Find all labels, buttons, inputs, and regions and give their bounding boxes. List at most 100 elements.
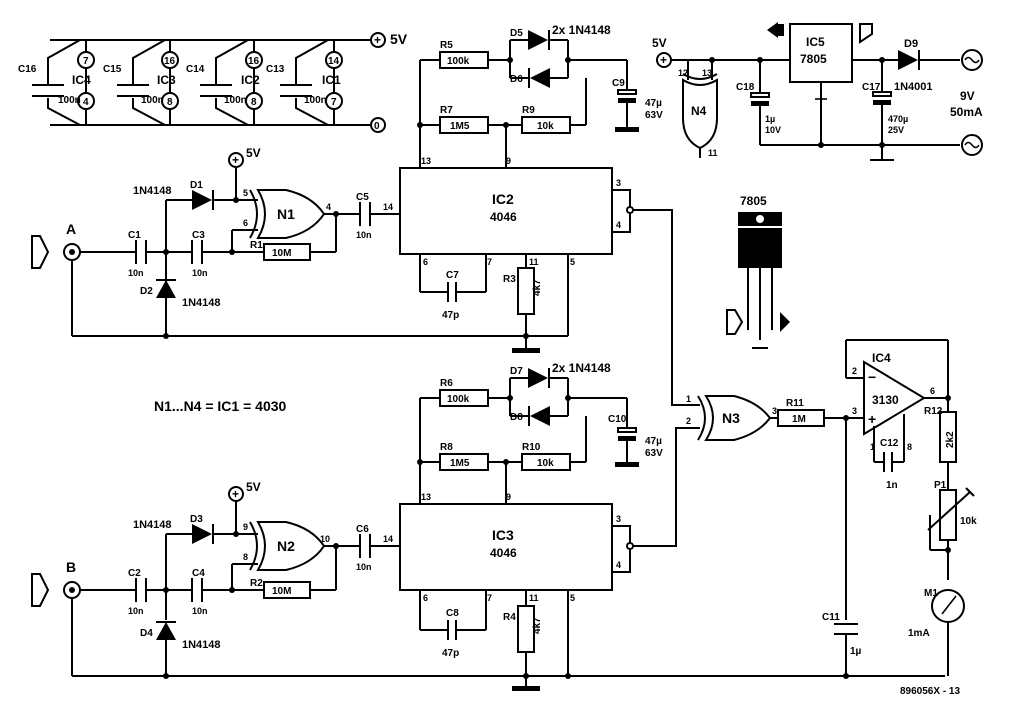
svg-text:IC2: IC2 bbox=[241, 73, 260, 87]
capacitor-c17: C17 470µ 25V bbox=[862, 57, 908, 161]
svg-text:C10: C10 bbox=[608, 414, 627, 425]
svg-text:47µ: 47µ bbox=[645, 98, 662, 109]
gate-n3: N3 1 2 3 bbox=[686, 394, 777, 441]
svg-text:3: 3 bbox=[852, 406, 857, 416]
svg-text:7805: 7805 bbox=[800, 52, 827, 66]
svg-text:+: + bbox=[374, 33, 381, 47]
svg-text:1N4148: 1N4148 bbox=[182, 297, 221, 309]
svg-text:IC5: IC5 bbox=[806, 35, 825, 49]
svg-text:−: − bbox=[868, 369, 876, 385]
svg-text:C14: C14 bbox=[186, 64, 205, 75]
svg-text:D1: D1 bbox=[190, 180, 203, 191]
svg-text:4k7: 4k7 bbox=[532, 279, 543, 296]
regulator-ic5: IC5 7805 bbox=[767, 22, 898, 148]
svg-text:4k7: 4k7 bbox=[532, 617, 543, 634]
svg-text:C9: C9 bbox=[612, 78, 625, 89]
svg-text:100n: 100n bbox=[304, 95, 327, 106]
svg-text:M1: M1 bbox=[924, 588, 938, 599]
svg-text:1µ: 1µ bbox=[765, 114, 775, 124]
svg-text:10n: 10n bbox=[192, 268, 208, 278]
svg-text:4: 4 bbox=[83, 97, 89, 108]
svg-text:C2: C2 bbox=[128, 568, 141, 579]
svg-text:C13: C13 bbox=[266, 64, 285, 75]
svg-text:14: 14 bbox=[383, 202, 393, 212]
svg-text:100k: 100k bbox=[447, 394, 470, 405]
svg-text:2: 2 bbox=[686, 416, 691, 426]
svg-text:P1: P1 bbox=[934, 480, 947, 491]
svg-text:5: 5 bbox=[570, 257, 575, 267]
svg-text:8: 8 bbox=[251, 97, 257, 108]
svg-text:25V: 25V bbox=[888, 125, 904, 135]
supply-input-voltage: 9V bbox=[960, 89, 975, 103]
input-arrow-a-icon bbox=[31, 235, 50, 269]
svg-text:9: 9 bbox=[243, 522, 248, 532]
svg-text:100k: 100k bbox=[447, 56, 470, 67]
svg-text:13: 13 bbox=[702, 68, 712, 78]
svg-text:10n: 10n bbox=[128, 268, 144, 278]
svg-text:10n: 10n bbox=[356, 562, 372, 572]
gate-n4: N4 12 13 11 bbox=[678, 57, 718, 158]
svg-text:47p: 47p bbox=[442, 310, 459, 321]
decoupling-block: + 5V 0 7 4 C16 IC4 100n 16 8 C15 IC3 100… bbox=[18, 31, 408, 133]
svg-text:13: 13 bbox=[421, 492, 431, 502]
svg-text:IC3: IC3 bbox=[157, 73, 176, 87]
svg-text:C11: C11 bbox=[822, 612, 840, 623]
decoupling-c16: 7 4 C16 IC4 100n bbox=[18, 39, 95, 126]
svg-text:1n: 1n bbox=[886, 480, 898, 491]
svg-text:4046: 4046 bbox=[490, 546, 517, 560]
svg-text:N1: N1 bbox=[277, 206, 295, 222]
svg-text:8: 8 bbox=[907, 442, 912, 452]
svg-text:10: 10 bbox=[320, 534, 330, 544]
svg-text:C16: C16 bbox=[18, 64, 37, 75]
svg-text:R1: R1 bbox=[250, 240, 263, 251]
svg-text:+: + bbox=[232, 487, 239, 501]
svg-text:C3: C3 bbox=[192, 230, 205, 241]
svg-text:12: 12 bbox=[678, 68, 688, 78]
decoupling-c14: 16 8 C14 IC2 100n bbox=[186, 39, 263, 126]
svg-text:N3: N3 bbox=[722, 410, 740, 426]
svg-text:1M5: 1M5 bbox=[450, 458, 470, 469]
svg-text:C5: C5 bbox=[356, 192, 369, 203]
svg-text:5V: 5V bbox=[246, 480, 261, 494]
svg-text:2x 1N4148: 2x 1N4148 bbox=[552, 23, 611, 37]
svg-text:5: 5 bbox=[243, 188, 248, 198]
svg-text:R4: R4 bbox=[503, 612, 516, 623]
svg-text:D4: D4 bbox=[140, 628, 153, 639]
svg-text:47µ: 47µ bbox=[645, 436, 662, 447]
svg-text:IC2: IC2 bbox=[492, 191, 514, 207]
svg-text:14: 14 bbox=[328, 56, 340, 67]
svg-text:R11: R11 bbox=[786, 398, 804, 409]
svg-text:1N4001: 1N4001 bbox=[894, 81, 933, 93]
gate-n2: N2 9 8 10 bbox=[243, 521, 330, 571]
input-label-a: A bbox=[66, 221, 76, 237]
svg-text:N2: N2 bbox=[277, 538, 295, 554]
svg-text:C17: C17 bbox=[862, 82, 881, 93]
svg-text:IC4: IC4 bbox=[872, 351, 891, 365]
svg-text:100n: 100n bbox=[224, 95, 247, 106]
svg-text:R10: R10 bbox=[522, 442, 541, 453]
svg-text:3: 3 bbox=[616, 514, 621, 524]
svg-text:C1: C1 bbox=[128, 230, 141, 241]
svg-text:1N4148: 1N4148 bbox=[133, 519, 172, 531]
svg-text:8: 8 bbox=[167, 97, 173, 108]
svg-text:9: 9 bbox=[506, 156, 511, 166]
svg-text:1: 1 bbox=[686, 394, 691, 404]
svg-text:1mA: 1mA bbox=[908, 628, 930, 639]
svg-text:C18: C18 bbox=[736, 82, 755, 93]
opamp-ic4: IC4 3130 − + 2 3 6 1 8 C12 1n bbox=[845, 339, 951, 491]
svg-text:N4: N4 bbox=[691, 104, 707, 118]
svg-text:10n: 10n bbox=[356, 230, 372, 240]
svg-text:D3: D3 bbox=[190, 514, 203, 525]
svg-text:14: 14 bbox=[383, 534, 393, 544]
decoupling-c13: 14 7 C13 IC1 100n bbox=[266, 39, 343, 126]
svg-text:+: + bbox=[868, 411, 876, 427]
svg-text:R7: R7 bbox=[440, 105, 453, 116]
figure-id: 896056X - 13 bbox=[900, 686, 960, 697]
svg-text:5: 5 bbox=[570, 593, 575, 603]
gates-note: N1...N4 = IC1 = 4030 bbox=[154, 398, 287, 414]
svg-text:C12: C12 bbox=[880, 438, 899, 449]
svg-text:1M5: 1M5 bbox=[450, 121, 470, 132]
decoupling-c15: 16 8 C15 IC3 100n bbox=[103, 39, 179, 126]
svg-text:10M: 10M bbox=[272, 248, 291, 259]
